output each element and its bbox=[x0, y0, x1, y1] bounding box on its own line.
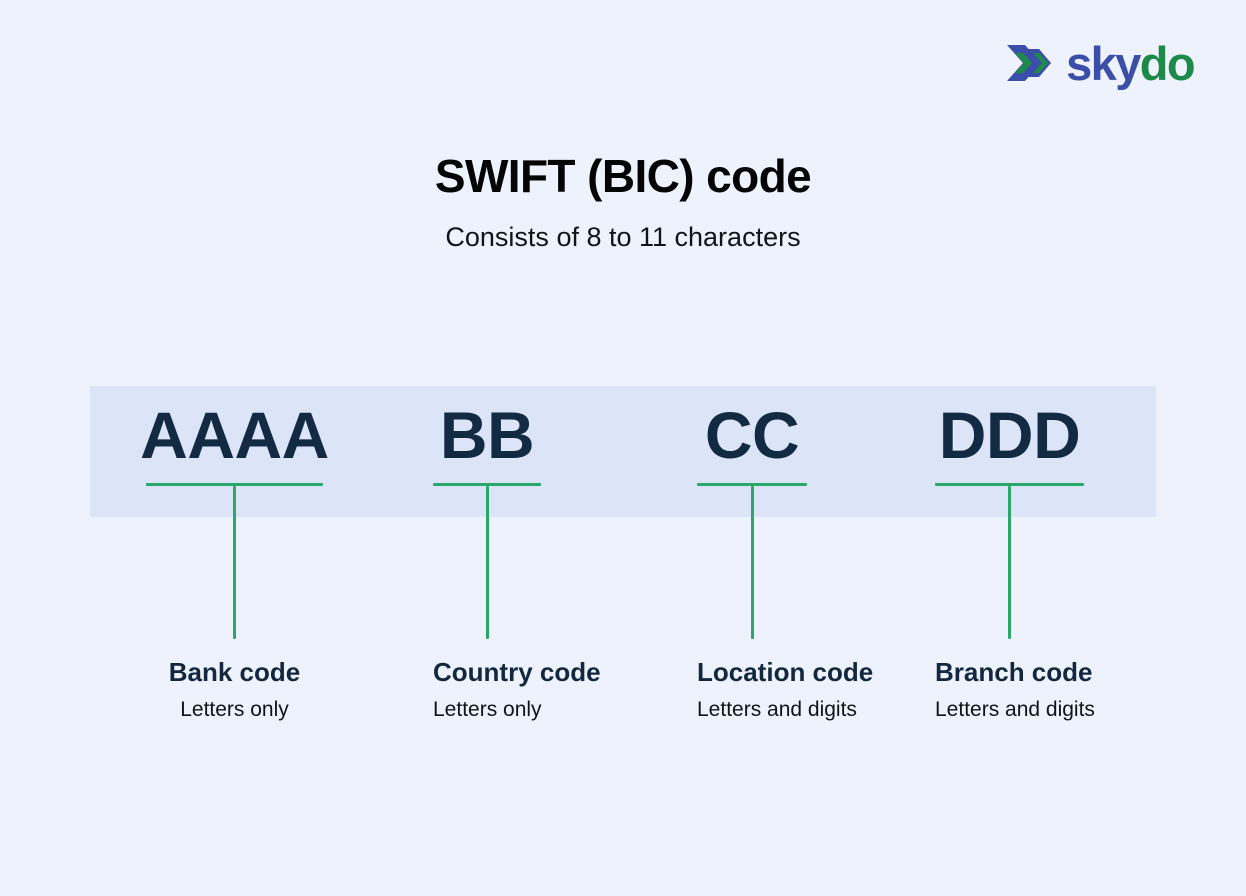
segment-code-text: BB bbox=[439, 397, 535, 472]
segment-country-code: BB Country code Letters only bbox=[433, 386, 601, 722]
segment-code-text: DDD bbox=[938, 397, 1081, 472]
segment-connector-line bbox=[750, 486, 754, 639]
brand-wordmark: skydo bbox=[1066, 36, 1196, 90]
segment-branch-code: DDD Branch code Letters and digits bbox=[935, 386, 1095, 722]
brand-wordmark-part2: do bbox=[1139, 36, 1196, 90]
segment-sublabel: Letters only bbox=[180, 698, 289, 722]
segment-connector-line bbox=[485, 486, 489, 639]
skydo-logo[interactable]: skydo bbox=[1005, 36, 1196, 90]
swift-code-breakdown: AAAA Bank code Letters only BB Country c… bbox=[90, 386, 1156, 746]
double-chevron-icon bbox=[1007, 45, 1052, 81]
heading-block: SWIFT (BIC) code Consists of 8 to 11 cha… bbox=[0, 150, 1246, 253]
segment-connector-line bbox=[233, 486, 236, 639]
segment-label: Location code bbox=[697, 657, 874, 687]
segment-code-text: CC bbox=[704, 397, 800, 472]
segment-underline bbox=[433, 483, 541, 486]
segment-underline bbox=[146, 483, 323, 486]
segment-sublabel: Letters and digits bbox=[935, 698, 1095, 722]
brand-wordmark-part1: sky bbox=[1066, 36, 1141, 90]
code-band-background bbox=[90, 386, 1156, 517]
segment-label: Country code bbox=[433, 657, 601, 687]
segment-label: Bank code bbox=[168, 657, 301, 687]
segment-code-text: AAAA bbox=[140, 397, 329, 472]
segment-location-code: CC Location code Letters and digits bbox=[697, 386, 874, 722]
segment-underline bbox=[697, 483, 807, 486]
segment-bank-code: AAAA Bank code Letters only bbox=[140, 386, 329, 722]
page-title: SWIFT (BIC) code bbox=[434, 150, 812, 202]
segment-underline bbox=[935, 483, 1084, 486]
segment-sublabel: Letters only bbox=[433, 698, 542, 722]
segment-sublabel: Letters and digits bbox=[697, 698, 857, 722]
segment-connector-line bbox=[1008, 486, 1011, 639]
segment-label: Branch code bbox=[935, 657, 1093, 687]
page-subtitle: Consists of 8 to 11 characters bbox=[445, 221, 801, 252]
